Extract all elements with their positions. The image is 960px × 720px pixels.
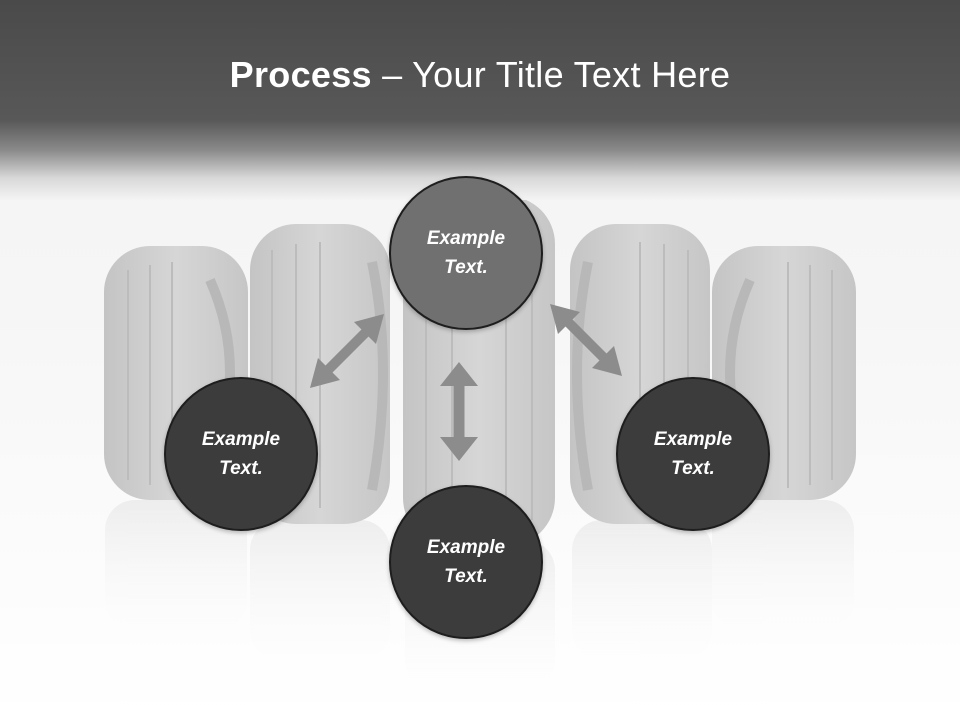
title-rest: – Your Title Text Here <box>371 54 731 95</box>
slide-title: Process – Your Title Text Here <box>0 50 960 100</box>
node-bottom-line1: Example <box>426 537 506 558</box>
process-node-left: Example Text. <box>164 377 318 531</box>
node-top-line2: Text. <box>444 257 488 278</box>
arrow-top-right <box>550 304 622 376</box>
title-bar <box>0 0 960 200</box>
process-node-right: Example Text. <box>616 377 770 531</box>
node-bottom-line2: Text. <box>444 566 488 587</box>
node-right-line2: Text. <box>671 458 715 479</box>
node-left-line1: Example <box>201 429 281 450</box>
arrow-left-top <box>310 314 384 388</box>
node-top-line1: Example <box>426 228 506 249</box>
process-node-top: Example Text. <box>389 176 543 330</box>
node-left-line2: Text. <box>219 458 263 479</box>
title-bold: Process <box>229 54 372 95</box>
arrow-top-bottom <box>440 362 478 461</box>
process-node-bottom: Example Text. <box>389 485 543 639</box>
node-right-line1: Example <box>653 429 733 450</box>
